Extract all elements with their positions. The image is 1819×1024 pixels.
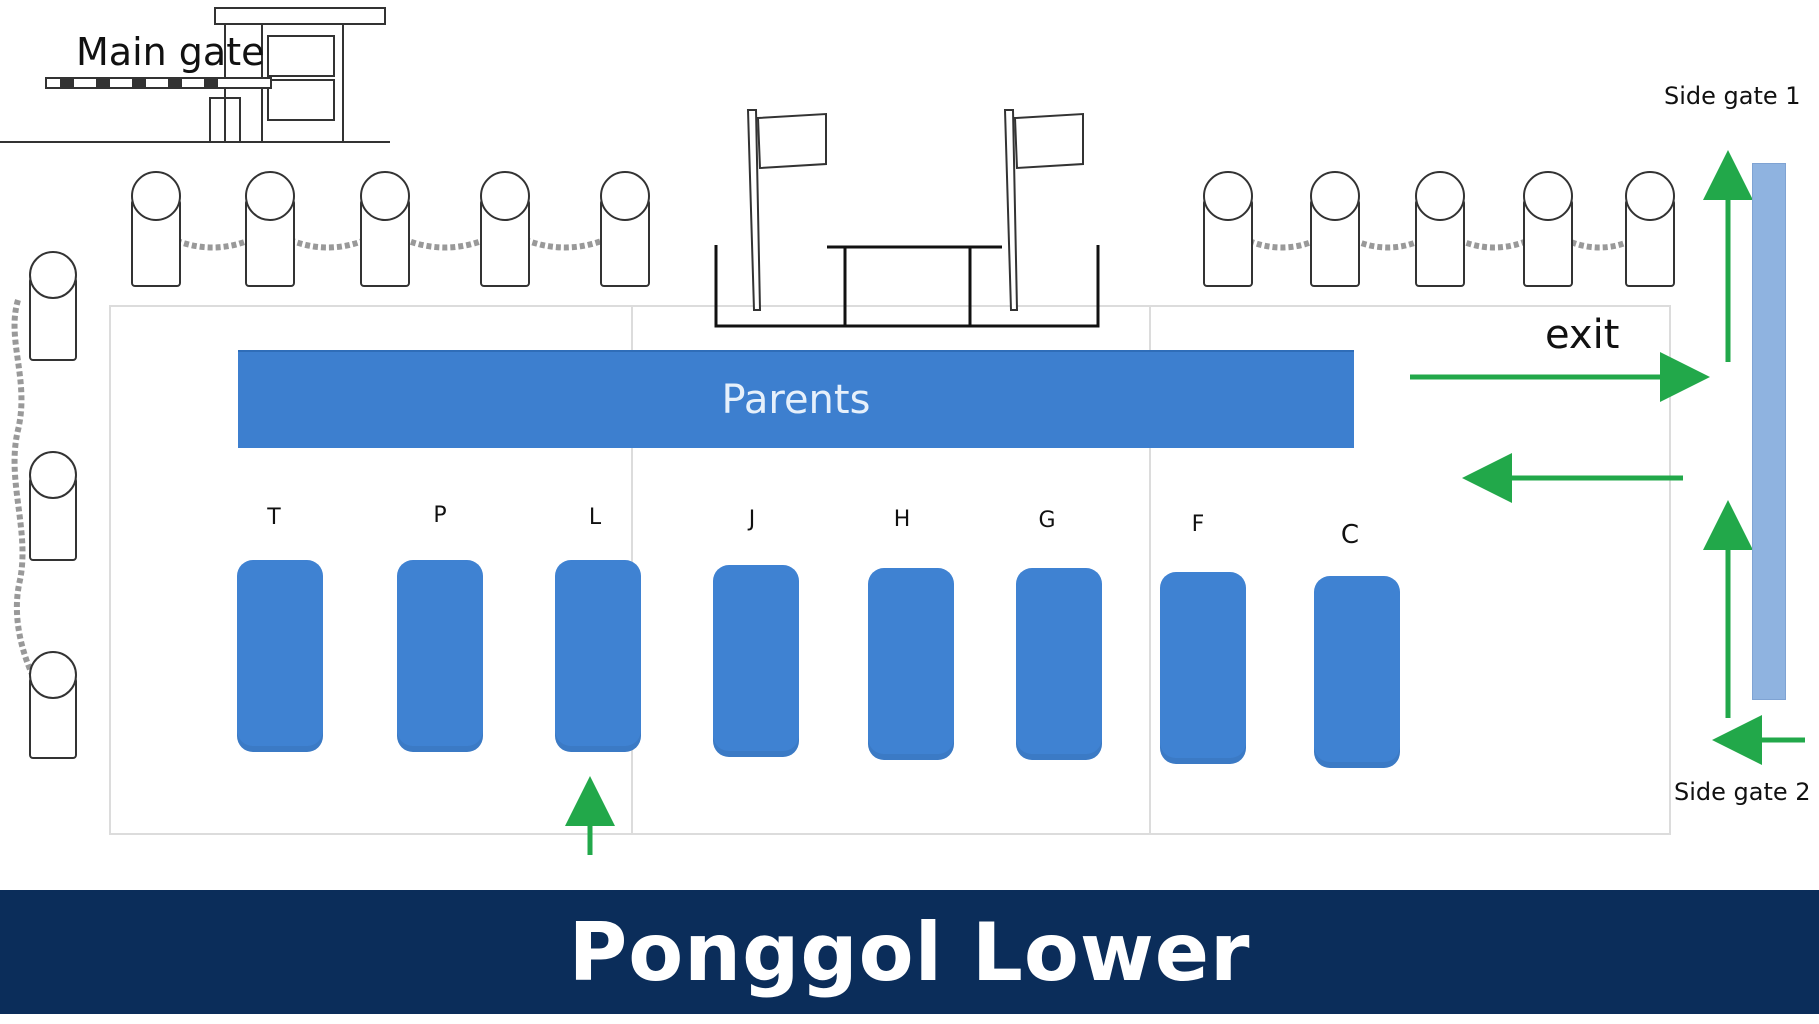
class-block-c <box>1314 576 1400 768</box>
flag-icon <box>746 109 827 311</box>
parents-area: Parents <box>238 350 1354 448</box>
barrier-gate-icon <box>45 77 272 89</box>
class-letter-t: T <box>267 505 281 530</box>
class-letter-l: L <box>588 505 602 530</box>
class-block-g <box>1016 568 1102 760</box>
bollard-chain-icon <box>1203 171 1675 287</box>
banner-title: Ponggol Lower <box>568 905 1251 999</box>
class-letter-f: F <box>1191 512 1205 537</box>
class-block-j <box>713 565 799 757</box>
class-letter-p: P <box>433 503 447 528</box>
class-block-h <box>868 568 954 760</box>
side-gate-2-label: Side gate 2 <box>1674 778 1811 806</box>
stage-platform <box>714 245 1100 328</box>
side-gate-1-label: Side gate 1 <box>1664 82 1801 110</box>
class-block-l <box>555 560 641 752</box>
title-banner: Ponggol Lower <box>0 890 1819 1014</box>
class-block-f <box>1160 572 1246 764</box>
class-letter-c: C <box>1340 520 1360 550</box>
class-block-p <box>397 560 483 752</box>
class-block-t <box>237 560 323 752</box>
main-gate-label: Main gate <box>76 30 265 74</box>
flag-icon <box>1003 109 1084 311</box>
exit-label: exit <box>1545 312 1620 358</box>
side-gate-path <box>1752 163 1786 700</box>
arrow-icon <box>565 150 1805 855</box>
class-letter-h: H <box>893 507 911 532</box>
bollard-chain-icon <box>131 171 650 287</box>
bollard-chain-icon <box>11 251 77 759</box>
class-letter-j: J <box>748 507 756 532</box>
guardhouse-icon <box>0 7 390 143</box>
parents-label: Parents <box>721 377 871 423</box>
class-letter-g: G <box>1038 508 1056 533</box>
